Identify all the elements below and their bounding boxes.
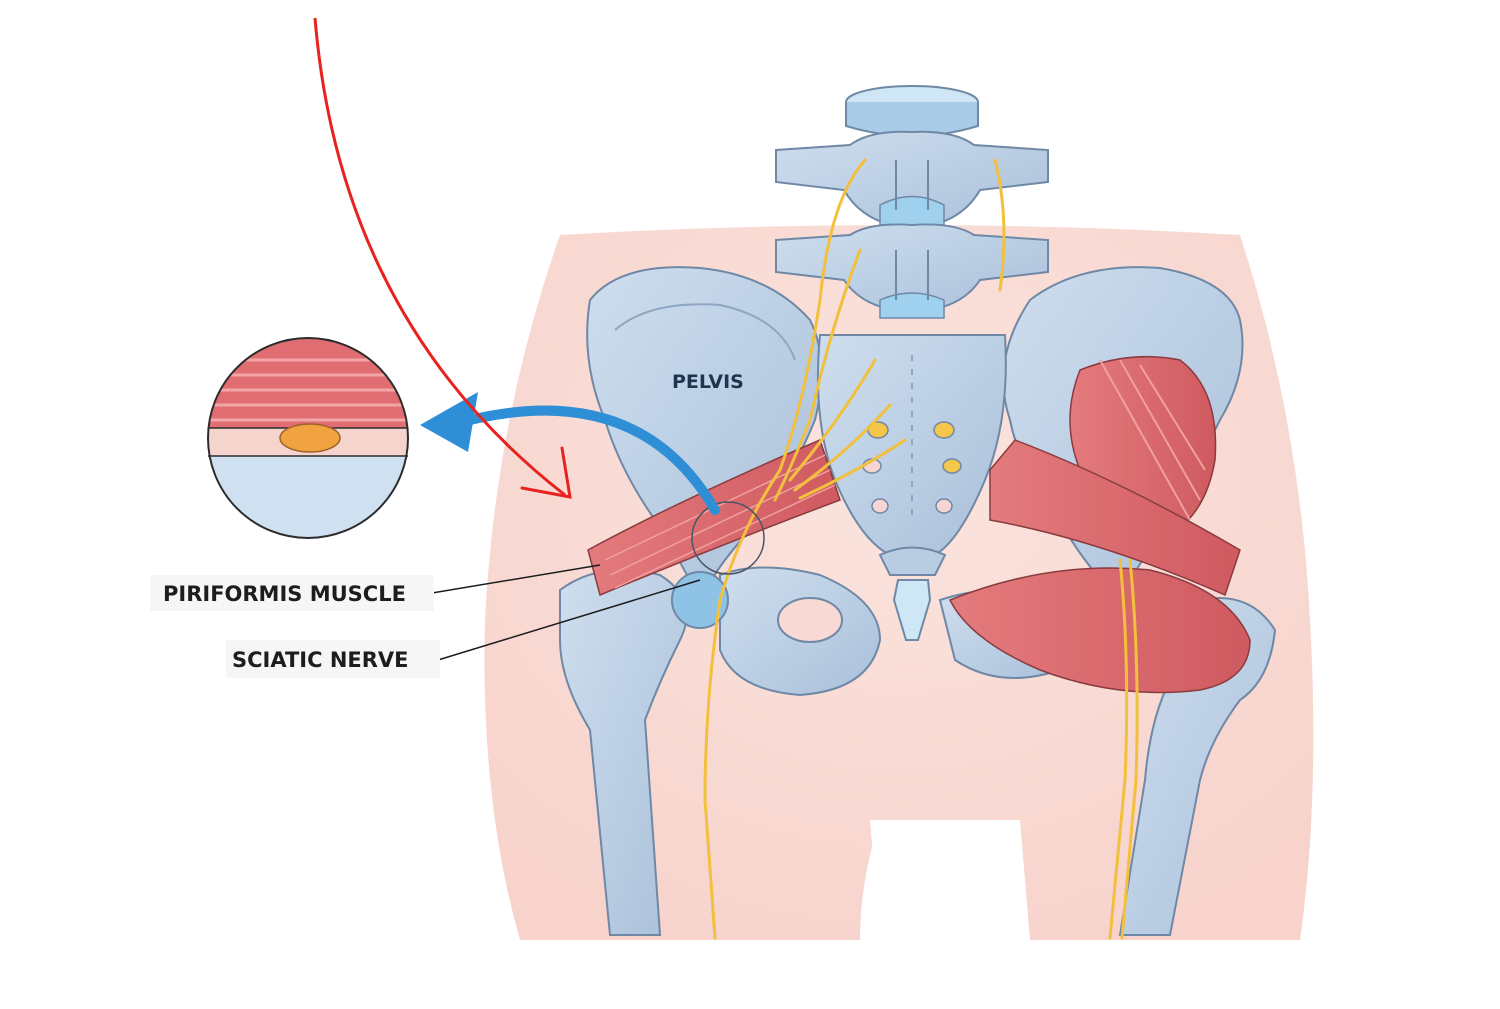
blue-curved-arrow <box>420 392 720 515</box>
right-femur <box>1118 597 1277 936</box>
pelvis-label: PELVIS <box>672 371 744 393</box>
right-gluteal-muscle <box>948 355 1251 694</box>
piriformis-label-text: PIRIFORMIS MUSCLE <box>163 582 406 606</box>
piriformis-leader-line <box>431 564 601 594</box>
focus-circle <box>691 501 765 575</box>
lumbar-spine <box>775 85 1049 319</box>
nerve-cross-section <box>279 423 341 453</box>
sacrum <box>816 334 1007 641</box>
piriformis-label: PIRIFORMIS MUSCLE <box>150 575 434 611</box>
sciatic-label: SCIATIC NERVE <box>226 640 440 678</box>
red-curved-arrow <box>313 17 572 499</box>
right-piriformis <box>989 439 1241 597</box>
sciatic-label-text: SCIATIC NERVE <box>232 648 409 672</box>
zoom-magnifier-circle <box>207 337 409 539</box>
sciatic-leader-line <box>437 579 701 661</box>
nerves <box>703 158 1139 940</box>
